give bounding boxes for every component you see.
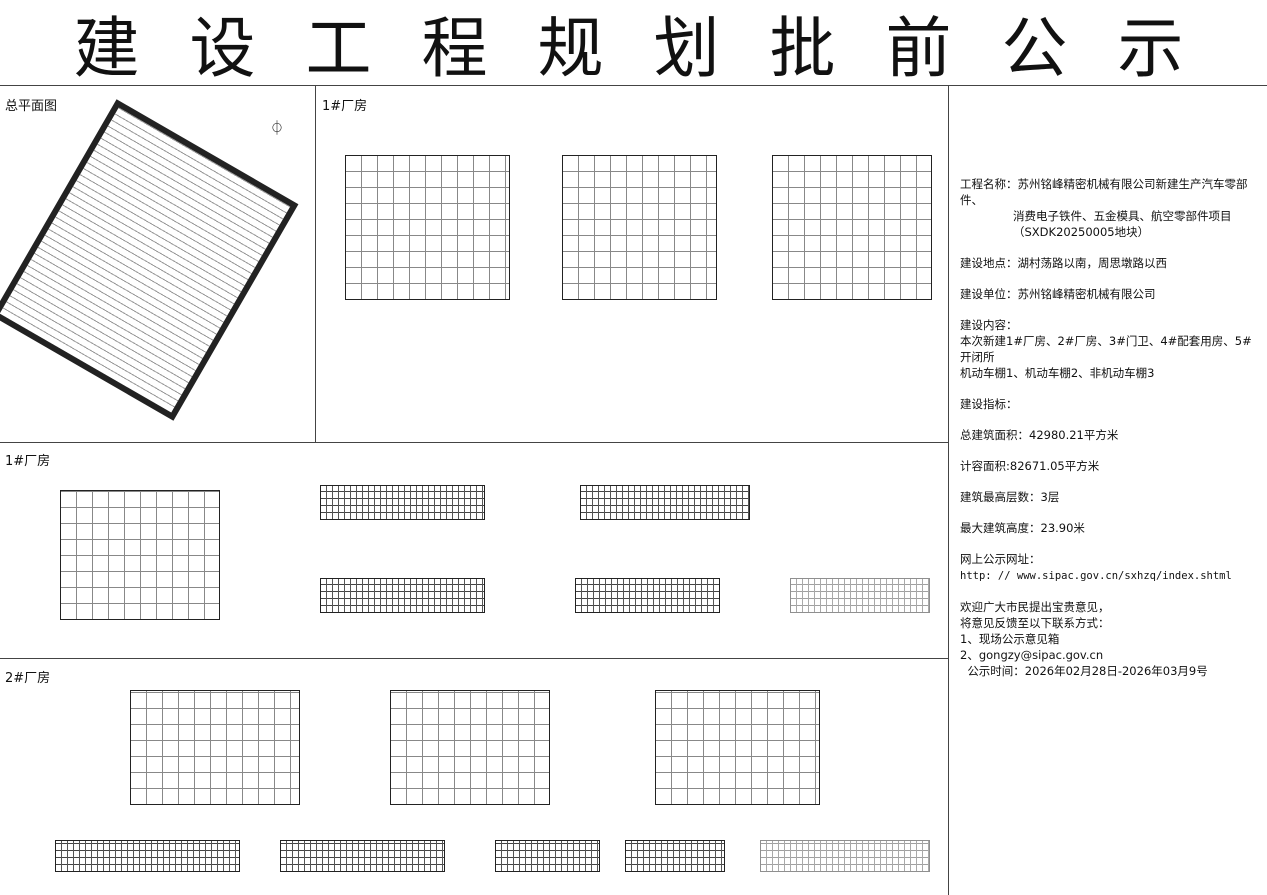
web-url[interactable]: http: // www.sipac.gov.cn/sxhzq/index.sh… (960, 570, 1232, 582)
divider (315, 85, 316, 442)
elevation-drawing (320, 485, 485, 520)
far-area: 计容面积:82671.05平方米 (960, 459, 1100, 473)
project-name: 苏州铭峰精密机械有限公司新建生产汽车零部件、 (960, 177, 1248, 207)
north-arrow-icon: ⏀ (270, 121, 284, 137)
total-area: 总建筑面积：42980.21平方米 (960, 428, 1119, 442)
divider (948, 85, 949, 895)
section-drawing (760, 840, 930, 872)
divider (0, 442, 948, 443)
section-drawing (790, 578, 930, 613)
floor-plan-drawing (60, 490, 220, 620)
floor-plan-drawing (345, 155, 510, 300)
elevation-drawing (320, 578, 485, 613)
building2-label: 2#厂房 (5, 671, 51, 686)
floor-plan-drawing (130, 690, 300, 805)
content-label: 建设内容： (960, 318, 1018, 332)
elevation-drawing (580, 485, 750, 520)
notice-period: 公示时间：2026年02月28日-2026年03月9号 (967, 664, 1208, 678)
elevation-drawing (575, 578, 720, 613)
construction-unit: 建设单位：苏州铭峰精密机械有限公司 (960, 287, 1156, 301)
page-title: 建设工程规划批前公示 (73, 9, 1234, 87)
welcome-text: 欢迎广大市民提出宝贵意见， (960, 600, 1110, 614)
feedback-text: 将意见反馈至以下联系方式： (960, 616, 1110, 630)
building1-plans-label: 1#厂房 (322, 99, 368, 114)
site-plan-label: 总平面图 (5, 99, 58, 114)
plot-code: （SXDK20250005地块） (1013, 225, 1150, 239)
contact-email[interactable]: 2、gongzy@sipac.gov.cn (960, 648, 1104, 662)
elevation-drawing (280, 840, 445, 872)
floor-plan-drawing (772, 155, 932, 300)
indicators-label: 建设指标： (960, 397, 1018, 411)
floor-plan-drawing (655, 690, 820, 805)
max-height: 最大建筑高度：23.90米 (960, 521, 1085, 535)
elevation-drawing (495, 840, 600, 872)
divider (0, 85, 1267, 86)
max-floors: 建筑最高层数：3层 (960, 490, 1060, 504)
location: 建设地点：湖村荡路以南，周思墩路以西 (960, 256, 1167, 270)
building1-elevations-label: 1#厂房 (5, 454, 51, 469)
web-label: 网上公示网址： (960, 552, 1041, 566)
contact-box: 1、现场公示意见箱 (960, 632, 1060, 646)
floor-plan-drawing (390, 690, 550, 805)
elevation-drawing (625, 840, 725, 872)
content-line: 机动车棚1、机动车棚2、非机动车棚3 (960, 366, 1155, 380)
floor-plan-drawing (562, 155, 717, 300)
elevation-drawing (55, 840, 240, 872)
site-plan-drawing (0, 99, 299, 421)
divider (0, 658, 948, 659)
content-line: 本次新建1#厂房、2#厂房、3#门卫、4#配套用房、5#开闭所 (960, 334, 1252, 364)
project-info-panel: 工程名称：苏州铭峰精密机械有限公司新建生产汽车零部件、消费电子铁件、五金模具、航… (960, 176, 1260, 679)
project-name-label: 工程名称： (960, 177, 1018, 191)
project-name-cont: 消费电子铁件、五金模具、航空零部件项目 (1013, 209, 1232, 223)
